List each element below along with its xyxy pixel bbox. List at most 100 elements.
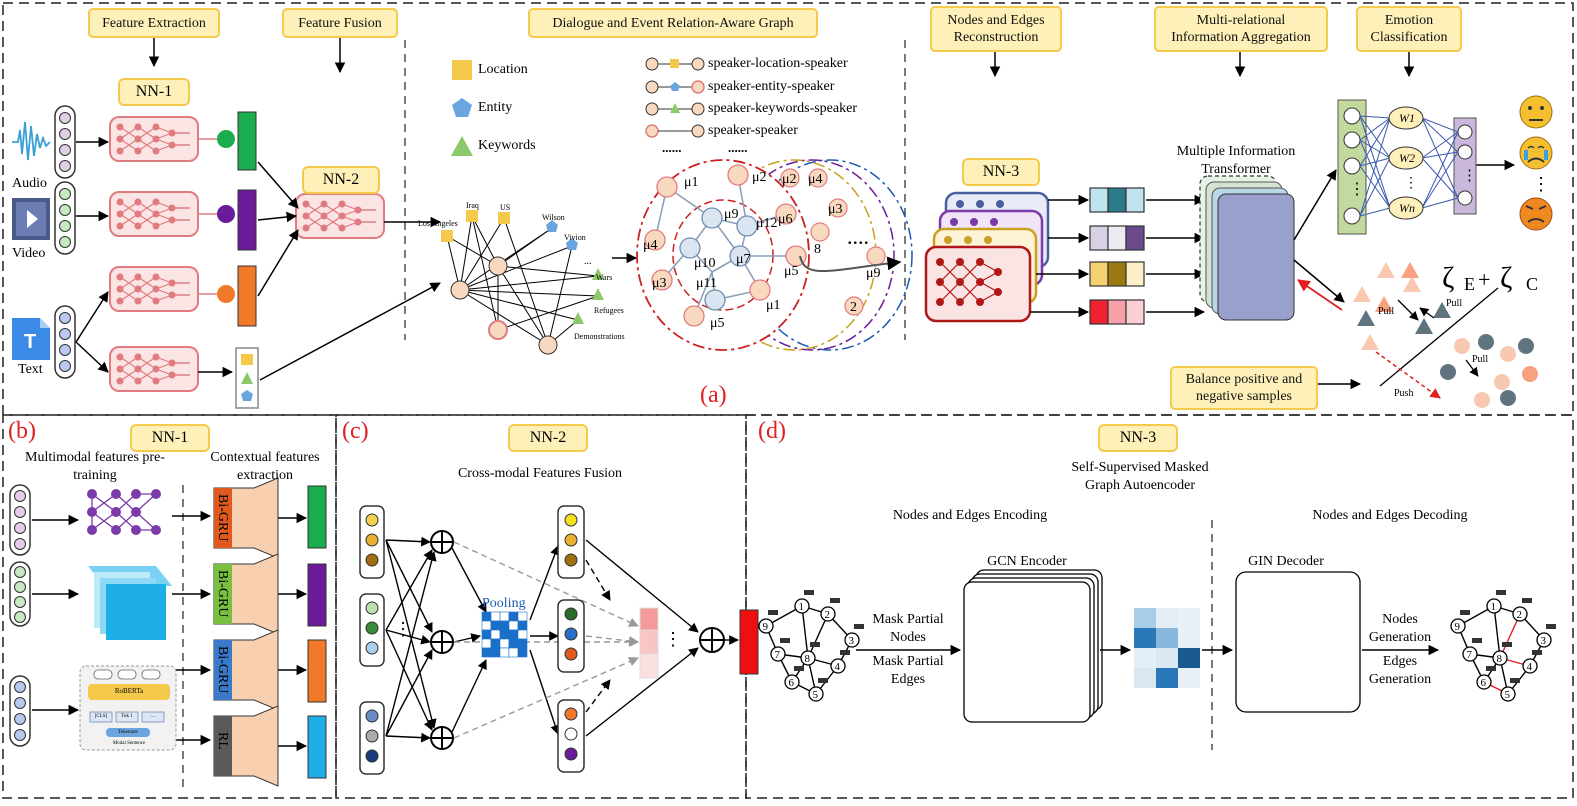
- bigru-label-2: Bi-GRU: [215, 646, 230, 694]
- panel-c-vdots-2: ⋮: [664, 629, 682, 649]
- header-emotion: Emotion Classification: [1356, 6, 1462, 52]
- feature-outputs: [198, 111, 259, 409]
- header-feature-extraction: Feature Extraction: [88, 8, 220, 38]
- graph-node-label: 1: [1491, 601, 1497, 613]
- header-reconstruction: Nodes and Edges Reconstruction: [930, 6, 1062, 52]
- pool-cell: [481, 647, 492, 658]
- graph-node-label: 2: [825, 609, 831, 621]
- mu-node-7: μ7: [736, 252, 751, 267]
- pool-cell: [508, 620, 519, 631]
- pool-cell: [499, 620, 510, 631]
- header-aggregation: Multi-relational Information Aggregation: [1154, 6, 1328, 52]
- graph-edge: [1493, 605, 1501, 659]
- emotion-classifier: ⋮ ⋮: [1337, 99, 1477, 235]
- back-node-3: 8: [814, 242, 821, 257]
- header-emotion-l1: Emotion: [1384, 13, 1434, 28]
- back-node-4: μ9: [866, 266, 881, 281]
- mu-node-1b: μ1: [766, 298, 781, 313]
- graph-node: [1486, 598, 1502, 614]
- pool-cell: [481, 611, 492, 622]
- inner-dividers: [182, 40, 1213, 790]
- header-aggregation-l2: Information Aggregation: [1171, 30, 1311, 45]
- mu-node-5b: μ5: [710, 316, 725, 331]
- node-feature-bar: [818, 678, 828, 683]
- fused-output: [739, 609, 759, 675]
- pool-cell: [481, 620, 492, 631]
- panel-d-title-l1: Self-Supervised Masked: [1071, 460, 1209, 475]
- graph-node-label: 8: [805, 653, 811, 665]
- ellipsis-1: ......: [662, 140, 682, 155]
- bigru-blocks: [213, 477, 279, 787]
- graph-node-label: 8: [1497, 653, 1503, 665]
- graph-node-label: 3: [849, 635, 855, 647]
- bigru-label-1: Bi-GRU: [215, 570, 230, 618]
- graph-node-label: 4: [1527, 661, 1533, 673]
- gen-nodes-l1: Nodes: [1382, 612, 1418, 627]
- pool-cell: [481, 629, 492, 640]
- transformer-label-l1: Multiple Information: [1176, 144, 1296, 159]
- loss-zeta-c: ζ: [1500, 261, 1513, 294]
- graph-node: [1536, 632, 1552, 648]
- pool-cell: [508, 647, 519, 658]
- header-aggregation-l1: Multi-relational: [1196, 13, 1286, 28]
- input-arrows: [75, 136, 110, 373]
- oplus-nodes: [430, 530, 725, 750]
- graph-node-label: 6: [1481, 677, 1487, 689]
- back-node-2: μ3: [828, 202, 843, 217]
- node-feature-bar: [1510, 678, 1520, 683]
- panel-c-mid: [557, 505, 585, 773]
- gin-label: GIN Decoder: [1248, 554, 1324, 569]
- header-reconstruction-l2: Reconstruction: [953, 30, 1039, 45]
- back-node-5: 2: [850, 300, 857, 315]
- header-graph: Dialogue and Event Relation-Aware Graph: [528, 8, 818, 38]
- pool-cell: [490, 611, 501, 622]
- ellipsis-2: ......: [728, 140, 748, 155]
- weight-2: W2: [1399, 151, 1415, 165]
- graph-node: [1450, 618, 1466, 634]
- loss-c: C: [1526, 274, 1539, 294]
- sentence-label: Modal Sentence: [112, 741, 146, 746]
- panel-b-outputs: [307, 485, 327, 779]
- node-feature-bar: [1486, 666, 1496, 671]
- gin-decoder-box: [1235, 571, 1361, 713]
- node-feature-bar: [1460, 610, 1470, 615]
- mask-edges-l1: Mask Partial: [872, 654, 944, 669]
- nn2-label: NN-2: [302, 166, 380, 194]
- pool-cell: [508, 638, 519, 649]
- gen-edges-l1: Edges: [1382, 654, 1418, 669]
- context-label-l1: Contextual features: [210, 450, 320, 465]
- graph-node: [844, 632, 860, 648]
- pretrain-label-l1: Multimodal features pre-: [25, 450, 165, 465]
- relation-2: speaker-keywords-speaker: [708, 101, 857, 116]
- pooling-label: Pooling: [482, 596, 526, 611]
- attention-vector: [639, 607, 659, 679]
- video-icon: [12, 198, 50, 240]
- pool-cell: [499, 647, 510, 658]
- roberta-label: RoBERTa: [114, 687, 144, 695]
- event-iraq: Iraq: [466, 201, 479, 210]
- loss-feedback-arrow: [1296, 279, 1343, 311]
- graph-node: [820, 606, 836, 622]
- graph-node-label: 2: [1517, 609, 1523, 621]
- weight-n: Wn: [1399, 201, 1415, 215]
- back-node-0: μ2: [782, 172, 797, 187]
- event-vivion: Vivion: [564, 233, 586, 242]
- node-feature-bar: [804, 590, 814, 595]
- mu-node-10: μ10: [694, 256, 716, 271]
- nn1-video-block: [109, 191, 199, 237]
- pull-label-1: Pull: [1378, 306, 1395, 317]
- graph-node-label: 5: [813, 689, 819, 701]
- pool-cell: [490, 638, 501, 649]
- graph-node: [1512, 606, 1528, 622]
- svg-text:⋮: ⋮: [1462, 168, 1477, 184]
- mu-node-12: μ12: [756, 216, 778, 231]
- event-us: US: [500, 203, 511, 212]
- legend-entity: Entity: [478, 100, 513, 115]
- context-label-l2: extraction: [237, 468, 293, 483]
- roberta-block: [79, 665, 177, 751]
- nn2-block: [295, 193, 385, 239]
- graph-node: [808, 686, 824, 702]
- rl-label: RL: [215, 732, 230, 750]
- transformer-label-l2: Transformer: [1201, 162, 1271, 177]
